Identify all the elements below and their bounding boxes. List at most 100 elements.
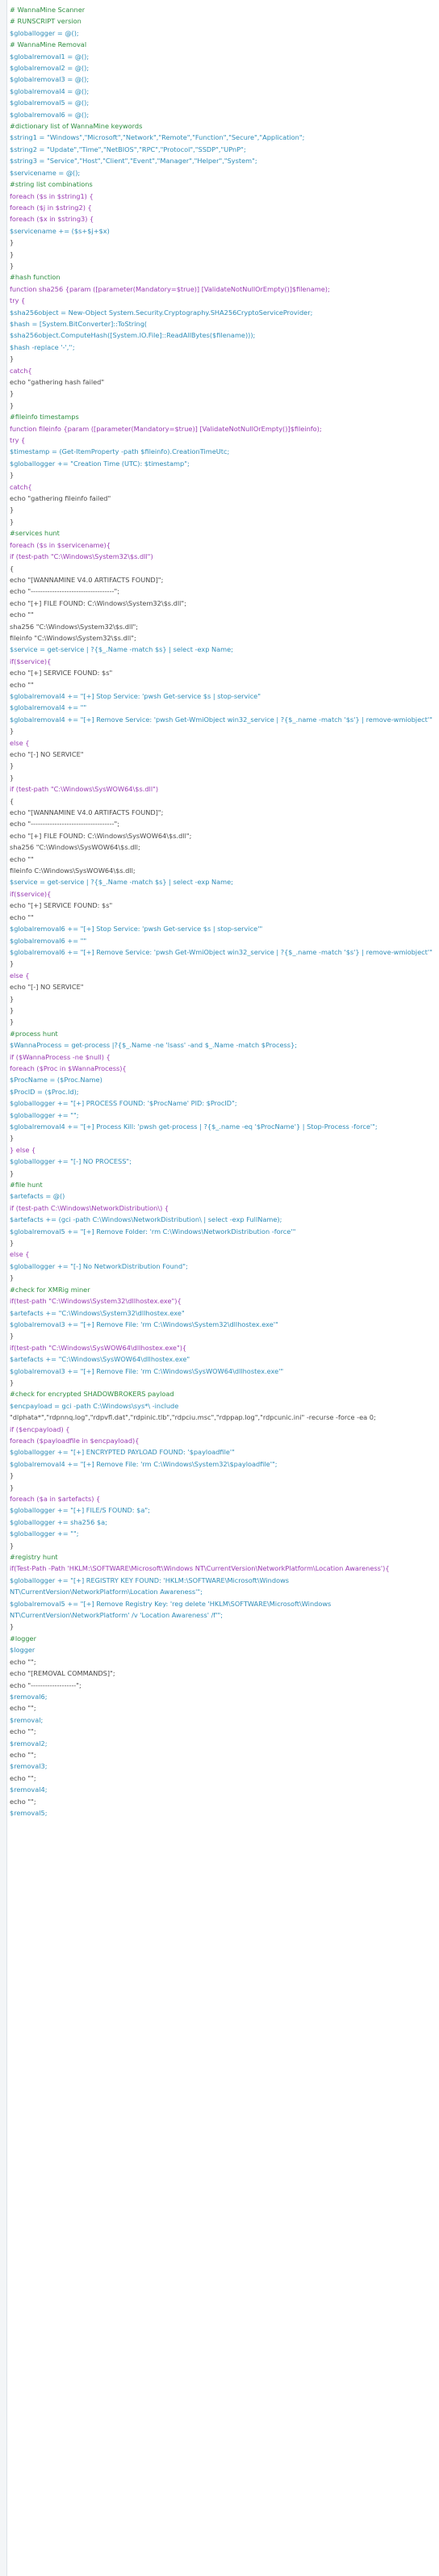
code-line: $globalremoval4 += "[+] Remove Service: …: [10, 715, 433, 724]
code-line: $artefacts = @(): [10, 1192, 65, 1201]
code-line: echo "[+] SERVICE FOUND: $s": [10, 901, 113, 910]
code-line: $sha256object = New-Object System.Securi…: [10, 308, 313, 317]
code-line: }: [10, 1471, 15, 1480]
code-line: }: [10, 994, 15, 1003]
code-line: {: [10, 796, 15, 805]
code-line: foreach ($j in $string2) {: [10, 203, 92, 212]
code-line: }: [10, 1622, 15, 1631]
code-line: else {: [10, 1250, 30, 1259]
code-line: $hash -replace '-','';: [10, 342, 75, 351]
code-line: "dlphata*","rdpnnq.log","rdpvfl.dat","rd…: [10, 1413, 376, 1422]
code-line: $removal4;: [10, 1785, 48, 1794]
code-line: }: [10, 238, 15, 247]
code-line: $globalremoval2 = @();: [10, 64, 90, 73]
code-line: sha256 "C:\Windows\SysWOW64\$s.dll;: [10, 843, 140, 852]
code-line: }: [10, 1541, 15, 1550]
code-line: $hash = [System.BitConverter]::ToString(: [10, 319, 148, 328]
code-line: $globallogger += "[+] ENCRYPTED PAYLOAD …: [10, 1448, 235, 1457]
code-line: } else {: [10, 1145, 36, 1154]
code-line: $globalremoval4 += "[+] Stop Service: 'p…: [10, 691, 261, 700]
code-line: if($service){: [10, 889, 52, 898]
code-line: $removal5;: [10, 1808, 48, 1817]
code-line: $globalremoval6 += "[+] Stop Service: 'p…: [10, 925, 263, 933]
code-line: echo "";: [10, 1750, 36, 1759]
code-line: fileinfo "C:\Windows\System32\$s.dll";: [10, 633, 136, 642]
code-line: foreach ($a in $artefacts) {: [10, 1495, 101, 1503]
code-line: echo "";: [10, 1727, 36, 1736]
code-line: echo "-------------------";: [10, 1680, 82, 1689]
code-line: $globallogger = @();: [10, 28, 79, 37]
code-line: }: [10, 401, 15, 409]
code-line: echo "[+] SERVICE FOUND: $s": [10, 669, 113, 678]
code-line: # RUNSCRIPT version: [10, 17, 82, 26]
code-line: echo "";: [10, 1704, 36, 1713]
code-line: $servicename += ($s+$j+$x): [10, 226, 110, 235]
code-area[interactable]: # WannaMine Scanner# RUNSCRIPT version$g…: [10, 4, 433, 1819]
code-line: if ($encpayload) {: [10, 1424, 70, 1433]
code-line: $service = get-service | ?{$_.Name -matc…: [10, 645, 233, 654]
code-line: echo "";: [10, 1773, 36, 1782]
code-line: }: [10, 1378, 15, 1387]
code-line: $string1 = "Windows","Microsoft","Networ…: [10, 133, 305, 142]
code-line: $globalremoval6 += "": [10, 936, 87, 945]
code-line: echo "[WANNAMINE V4.0 ARTIFACTS FOUND]";: [10, 575, 164, 584]
code-line: #process hunt: [10, 1029, 58, 1038]
code-line: #services hunt: [10, 529, 60, 538]
code-line: foreach ($s in $string1) {: [10, 191, 94, 200]
code-line: echo "": [10, 854, 34, 863]
code-line: catch{: [10, 366, 32, 375]
code-line: }: [10, 1134, 15, 1143]
code-line: }: [10, 517, 15, 526]
code-line: $removal;: [10, 1715, 44, 1724]
code-line: echo "----------------------------------…: [10, 587, 120, 596]
code-line: #check for XMRig miner: [10, 1285, 90, 1294]
code-line: $globalremoval4 += "[+] Remove File: 'rm…: [10, 1459, 278, 1468]
code-line: $string3 = "Service","Host","Client","Ev…: [10, 157, 257, 166]
code-line: $service = get-service | ?{$_.Name -matc…: [10, 878, 233, 887]
code-line: echo "gathering hash failed": [10, 378, 105, 386]
code-line: #dictionary list of WannaMine keywords: [10, 122, 143, 131]
code-line: echo "gathering fileinfo failed": [10, 494, 111, 503]
code-line: if(test-path "C:\Windows\SysWOW64\dllhos…: [10, 1343, 187, 1352]
code-line: #logger: [10, 1634, 36, 1643]
code-line: }: [10, 389, 15, 398]
code-line: function sha256 {param ([parameter(Manda…: [10, 284, 330, 293]
code-line: # WannaMine Removal: [10, 40, 87, 49]
code-line: if(Test-Path -Path 'HKLM:\SOFTWARE\Micro…: [10, 1564, 390, 1573]
code-line: }: [10, 250, 15, 258]
code-line: sha256 "C:\Windows\System32\$s.dll";: [10, 622, 139, 631]
code-line: $globalremoval5 += "[+] Remove Registry …: [10, 1599, 333, 1620]
code-line: }: [10, 1273, 15, 1282]
code-line: }: [10, 773, 15, 782]
code-line: echo "": [10, 610, 34, 619]
code-line: $globallogger += "[-] NO PROCESS";: [10, 1157, 132, 1166]
code-line: fileinfo C:\Windows\SysWOW64\$s.dll;: [10, 866, 136, 875]
code-line: $logger: [10, 1646, 36, 1655]
code-line: $sha256object.ComputeHash([System.IO.Fil…: [10, 331, 256, 340]
code-line: if (test-path C:\Windows\NetworkDistribu…: [10, 1203, 169, 1212]
code-line: }: [10, 761, 15, 770]
code-line: $WannaProcess = get-process |?{$_.Name -…: [10, 1041, 298, 1050]
code-line: }: [10, 959, 15, 968]
code-line: if(test-path "C:\Windows\System32\dllhos…: [10, 1297, 182, 1306]
code-line: $ProcName = ($Proc.Name): [10, 1076, 102, 1085]
code-line: $artefacts += "C:\Windows\SysWOW64\dllho…: [10, 1355, 190, 1364]
code-line: if (test-path "C:\Windows\System32\$s.dl…: [10, 552, 153, 561]
code-line: if($service){: [10, 657, 52, 665]
code-line: echo "";: [10, 1797, 36, 1806]
code-line: echo "";: [10, 1657, 36, 1666]
code-line: }: [10, 506, 15, 514]
code-line: $globalremoval6 = @();: [10, 110, 90, 119]
code-line: foreach ($payloadfile in $encpayload){: [10, 1436, 140, 1445]
code-line: echo "": [10, 913, 34, 921]
code-line: $globalremoval4 += "": [10, 703, 87, 712]
code-line: echo "----------------------------------…: [10, 820, 120, 829]
code-line: }: [10, 1017, 15, 1026]
code-line: $globalremoval3 += "[+] Remove File: 'rm…: [10, 1366, 284, 1375]
code-line: else {: [10, 971, 30, 980]
code-line: }: [10, 1332, 15, 1340]
code-line: $globallogger += "[+] FILE/S FOUND: $a";: [10, 1506, 150, 1515]
code-line: #fileinfo timestamps: [10, 413, 79, 422]
code-line: }: [10, 1005, 15, 1014]
